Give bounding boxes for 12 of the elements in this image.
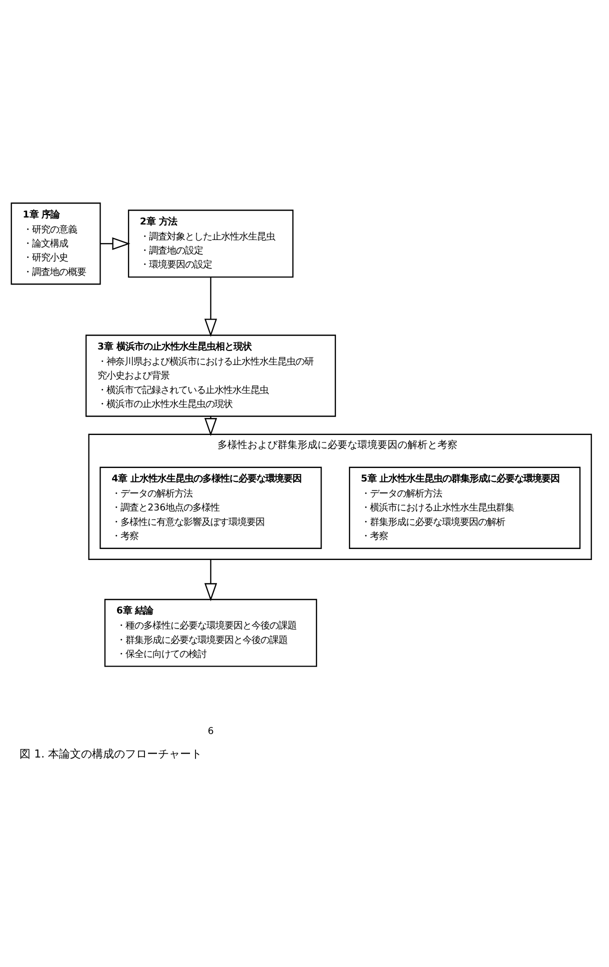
- node-box: 1章 序論 ・研究の意義 ・論文構成 ・研究小史 ・調査地の概要: [10, 202, 101, 285]
- arrow: [204, 559, 218, 602]
- node-box: 3章 横浜市の止水性水生昆虫相と現状 ・神奈川県および横浜市における止水性水生昆虫の研究小史および背景 ・横浜市で記録されている止水性水生昆虫 ・横浜市の止水性水生昆虫の現状: [85, 334, 336, 417]
- arrow: [204, 277, 218, 337]
- label: 6: [208, 726, 214, 738]
- node-box: 4章 止水性水生昆虫の多様性に必要な環境要因 ・データの解析方法 ・調査と236地点の多様性 ・多様性に有意な影響及ぼす環境要因 ・考察: [100, 466, 322, 549]
- arrow: [204, 416, 218, 436]
- arrow: [100, 237, 130, 250]
- node-box: 6章 結論 ・種の多様性に必要な環境要因と今後の課題 ・群集形成に必要な環境要因と今後の課題 ・保全に向けての検討: [104, 598, 318, 667]
- caption: 図 1. 本論文の構成のフローチャート: [20, 748, 202, 761]
- node-box: 2章 方法 ・調査対象とした止水性水生昆虫 ・調査地の設定 ・環境要因の設定: [128, 210, 294, 278]
- node-box: 5章 止水性水生昆虫の群集形成に必要な環境要因 ・データの解析方法 ・横浜市における止水性水生昆虫群集 ・群集形成に必要な環境要因の解析 ・考察: [348, 466, 581, 549]
